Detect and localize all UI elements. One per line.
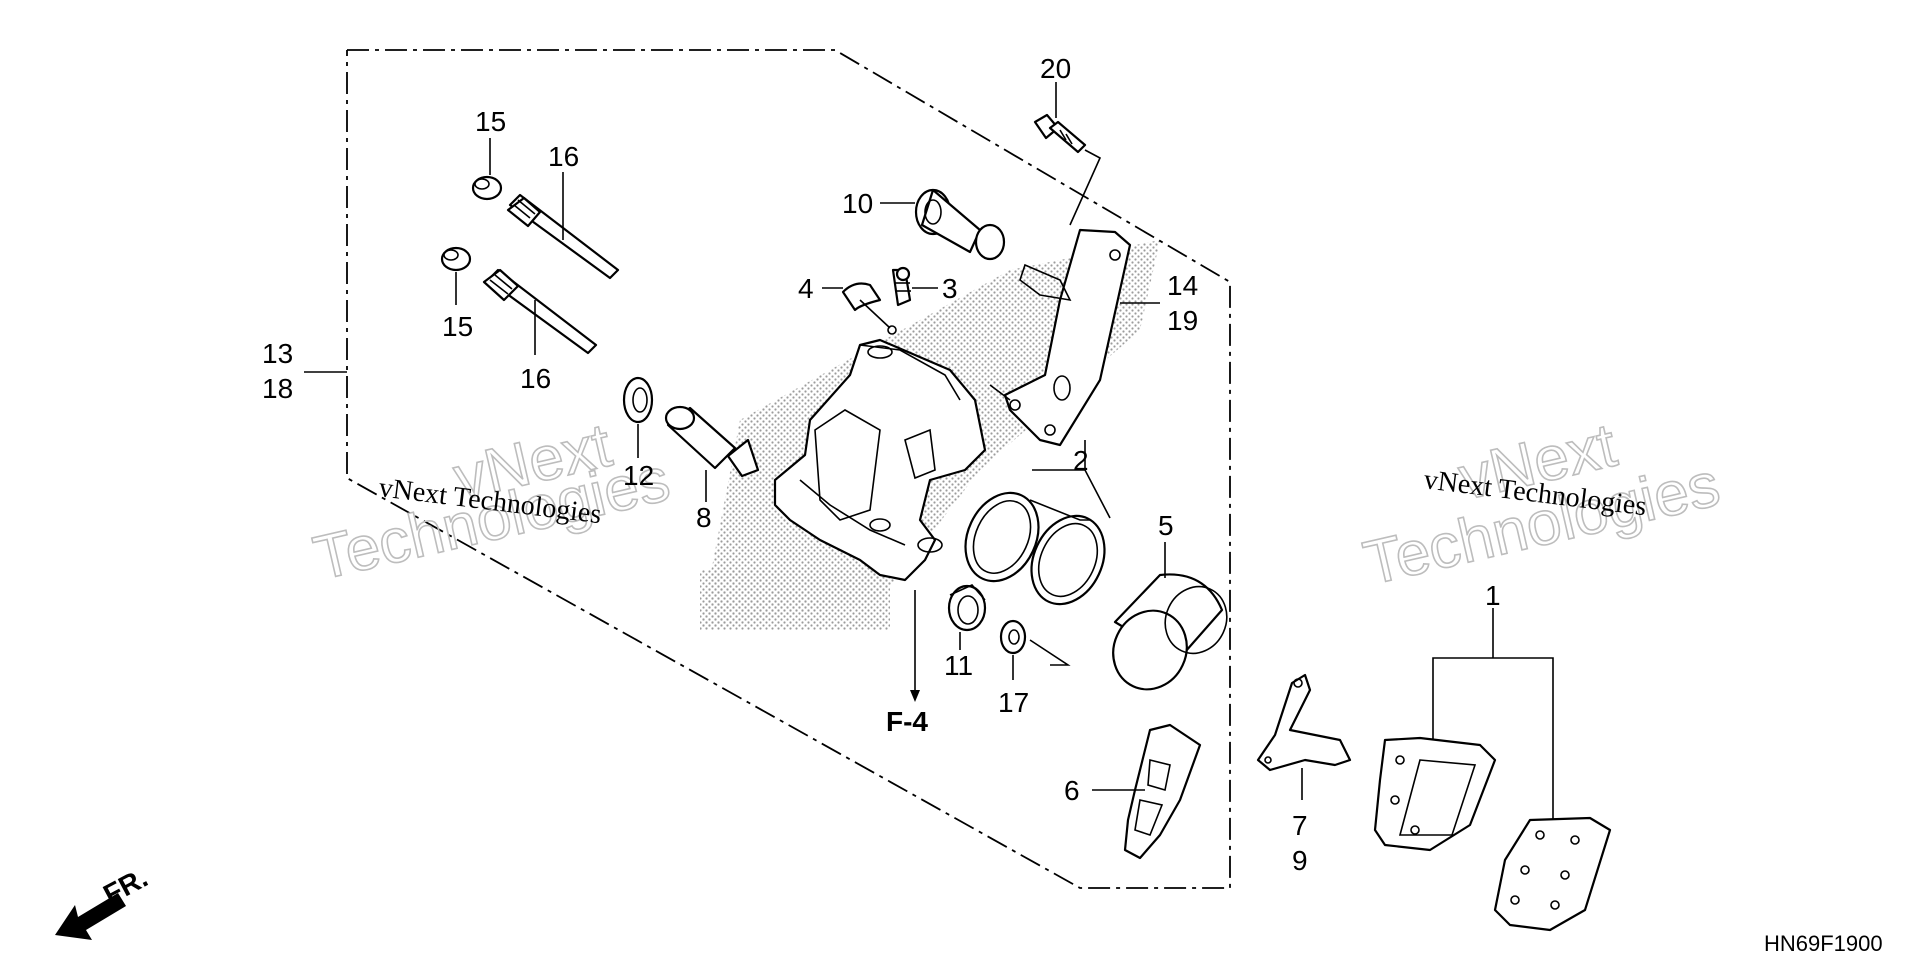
- callout-17: 17: [998, 687, 1029, 718]
- leader-2-b: [1029, 499, 1090, 521]
- callout-20: 20: [1040, 53, 1071, 84]
- part-5-piston: [1112, 573, 1228, 691]
- leader-2: [1032, 469, 1111, 519]
- callout-5: 5: [1158, 510, 1174, 541]
- callout-14: 14: [1167, 270, 1198, 301]
- callout-8: 8: [696, 502, 712, 533]
- part-1-pads: [1373, 736, 1612, 932]
- callout-13: 13: [262, 338, 293, 369]
- part-14-19-bracket: [1003, 228, 1132, 447]
- leader-17-b: [1029, 639, 1071, 666]
- callout-15-lower: 15: [442, 311, 473, 342]
- part-8-bolt: [664, 405, 760, 478]
- section-reference: F-4: [886, 706, 928, 737]
- part-15-upper-cap: [471, 175, 503, 201]
- callout-2: 2: [1073, 445, 1089, 476]
- callout-6: 6: [1064, 775, 1080, 806]
- part-10-sleeve: [914, 188, 1006, 261]
- part-16-upper-pin: [506, 193, 620, 280]
- watermark-right: vNext Technologies vNext Technologies: [1357, 410, 1727, 599]
- callout-10: 10: [842, 188, 873, 219]
- part-3-bleeder: [891, 266, 912, 307]
- part-15-lower-cap: [440, 246, 472, 272]
- leader-1: [1432, 657, 1554, 820]
- part-20-bolt: [1033, 113, 1087, 154]
- callout-18: 18: [262, 373, 293, 404]
- part-7-9-spring: [1256, 673, 1352, 772]
- part-4-cap: [841, 282, 897, 335]
- front-direction-arrow-icon: [55, 893, 126, 940]
- caliper-body: [773, 338, 987, 582]
- part-6-retainer: [1123, 723, 1202, 860]
- callout-4: 4: [798, 273, 814, 304]
- callout-16-lower: 16: [520, 363, 551, 394]
- callout-15-upper: 15: [475, 106, 506, 137]
- watermark-left: vNext Technologies vNext Technologies: [307, 410, 677, 594]
- leader-20-b: [1069, 149, 1102, 226]
- assembly-boundary: [346, 49, 1231, 889]
- drawing-code: HN69F1900: [1764, 931, 1883, 956]
- leader-bracket-arrow: [989, 384, 1011, 401]
- part-11-boot: [947, 584, 987, 632]
- section-ref-arrowhead: [910, 690, 920, 702]
- callout-7: 7: [1292, 810, 1308, 841]
- part-17-washer: [999, 619, 1027, 655]
- callout-1: 1: [1485, 580, 1501, 611]
- callout-12: 12: [623, 460, 654, 491]
- callout-16-upper: 16: [548, 141, 579, 172]
- callout-11: 11: [944, 650, 973, 681]
- part-16-lower-pin: [482, 268, 598, 355]
- callout-19: 19: [1167, 305, 1198, 336]
- part-12-seal: [622, 376, 654, 424]
- part-2-seals: [964, 491, 1106, 606]
- callout-9: 9: [1292, 845, 1308, 876]
- callout-3: 3: [942, 273, 958, 304]
